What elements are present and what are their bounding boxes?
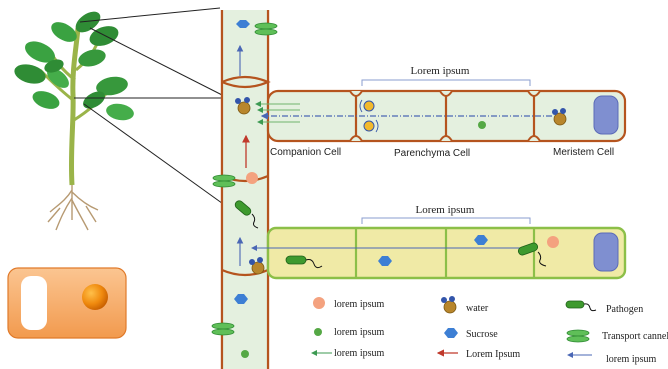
water-molecule-icon [441, 296, 456, 313]
legend: lorem ipsum water Pathogen lorem ipsum S… [312, 296, 668, 365]
transport-channel-icon [567, 330, 589, 342]
legend-label-pathogen: Pathogen [606, 304, 643, 315]
pathogen-icon [566, 301, 596, 311]
orange-dot-icon [313, 297, 325, 309]
legend-label-sucrose: Sucrose [466, 329, 498, 340]
meristem-cell-label: Meristem Cell [553, 147, 614, 158]
upper-bracket [362, 80, 530, 86]
orange-dot-icon [246, 172, 258, 184]
legend-label-green-dot: lorem ipsum [334, 327, 384, 338]
parenchyma-cell-label: Parenchyma Cell [394, 148, 470, 159]
orange-dot-icon [547, 236, 559, 248]
legend-label-green-arrow: lorem ipsum [334, 348, 384, 359]
lower-bracket [362, 218, 530, 224]
legend-label-blue-arrow: lorem ipsum [606, 354, 656, 365]
lower-bracket-label: Lorem ipsum [416, 204, 475, 216]
green-dot-icon [314, 328, 322, 336]
legend-label-red-arrow: Lorem Ipsum [466, 349, 520, 360]
companion-cell-label: Companion Cell [270, 147, 341, 158]
upper-cell-row [268, 91, 625, 141]
legend-label-orange-dot: lorem ipsum [334, 299, 384, 310]
sucrose-hexagon-icon [444, 328, 458, 338]
green-dot-icon [478, 121, 486, 129]
inset-cell-box [8, 268, 126, 338]
plant-illustration [12, 7, 135, 230]
green-dot-icon [241, 350, 249, 358]
legend-label-transport: Transport cannel [602, 331, 668, 342]
lower-cell-row [268, 228, 625, 278]
legend-label-water: water [466, 303, 489, 314]
upper-bracket-label: Lorem ipsum [411, 65, 470, 77]
sieve-tube-column [222, 10, 268, 369]
